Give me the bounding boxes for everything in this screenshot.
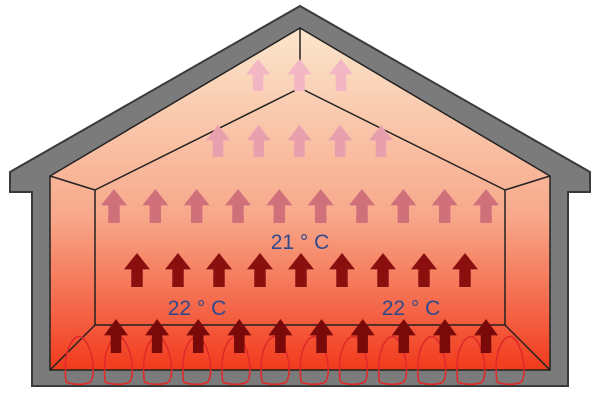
heat-arrow-middle — [183, 189, 210, 223]
heat-arrow-floor — [309, 319, 334, 353]
heat-arrow-middle — [473, 189, 499, 223]
heat-arrow-lower — [206, 253, 232, 287]
heat-arrow-upper — [287, 125, 312, 157]
heating-coil-loop — [64, 335, 94, 386]
heat-arrow-lower — [124, 253, 150, 287]
back-wall-perspective — [49, 28, 551, 371]
heating-coil-loop — [338, 335, 369, 386]
floor-heating-coil — [64, 335, 525, 386]
heat-arrow-lower — [288, 253, 314, 287]
heat-arrow-lower — [411, 253, 437, 287]
heat-arrow-lower — [329, 253, 355, 287]
heat-arrow-middle — [142, 189, 169, 223]
heat-arrow-floor — [227, 319, 252, 353]
heat-arrow-lower — [370, 253, 396, 287]
heating-coil-loop — [142, 335, 173, 386]
heat-arrow-middle — [266, 189, 293, 223]
temperature-label-upper: 21 ° C — [271, 231, 330, 254]
heat-arrow-floor — [104, 319, 128, 353]
heat-arrow-floor — [350, 319, 375, 353]
heat-arrow-middle — [390, 189, 417, 223]
heating-coil-loop — [299, 335, 329, 386]
heating-coil-loop — [221, 335, 251, 386]
temperature-label-lower-left: 22 ° C — [168, 297, 227, 320]
heat-arrow-upper — [328, 125, 353, 157]
heat-arrow-floor — [391, 319, 416, 353]
heating-coil-loop — [495, 335, 525, 386]
heat-arrow-middle — [101, 189, 127, 223]
heat-arrow-middle — [225, 189, 251, 223]
heat-arrow-floor — [432, 319, 457, 353]
heat-arrow-attic — [246, 59, 270, 91]
heating-coil-loop — [103, 335, 134, 386]
temperature-label-lower-right: 22 ° C — [382, 297, 441, 320]
heating-coil-loop — [417, 335, 447, 386]
heat-arrow-middle — [431, 189, 458, 223]
heat-arrow-floor — [145, 319, 170, 353]
heating-coil-loop — [377, 335, 408, 386]
heat-arrow-upper — [369, 125, 393, 157]
heat-arrow-lower — [165, 253, 191, 287]
heat-arrow-lower — [247, 253, 273, 287]
heat-arrow-attic — [287, 59, 312, 91]
heat-arrow-middle — [349, 189, 375, 223]
heat-arrow-lower — [452, 253, 478, 287]
heat-arrow-attic — [329, 59, 353, 91]
rising-heat-arrows — [101, 59, 499, 353]
heat-arrow-floor — [186, 319, 211, 353]
heat-arrow-floor — [474, 319, 498, 353]
heat-arrow-floor — [268, 319, 293, 353]
heat-arrow-middle — [307, 189, 334, 223]
heat-arrow-upper — [206, 125, 230, 157]
heating-coil-loop — [456, 335, 486, 386]
heating-coil-loop — [260, 335, 290, 386]
heating-coil-loop — [182, 335, 212, 386]
heat-arrow-upper — [246, 125, 271, 157]
